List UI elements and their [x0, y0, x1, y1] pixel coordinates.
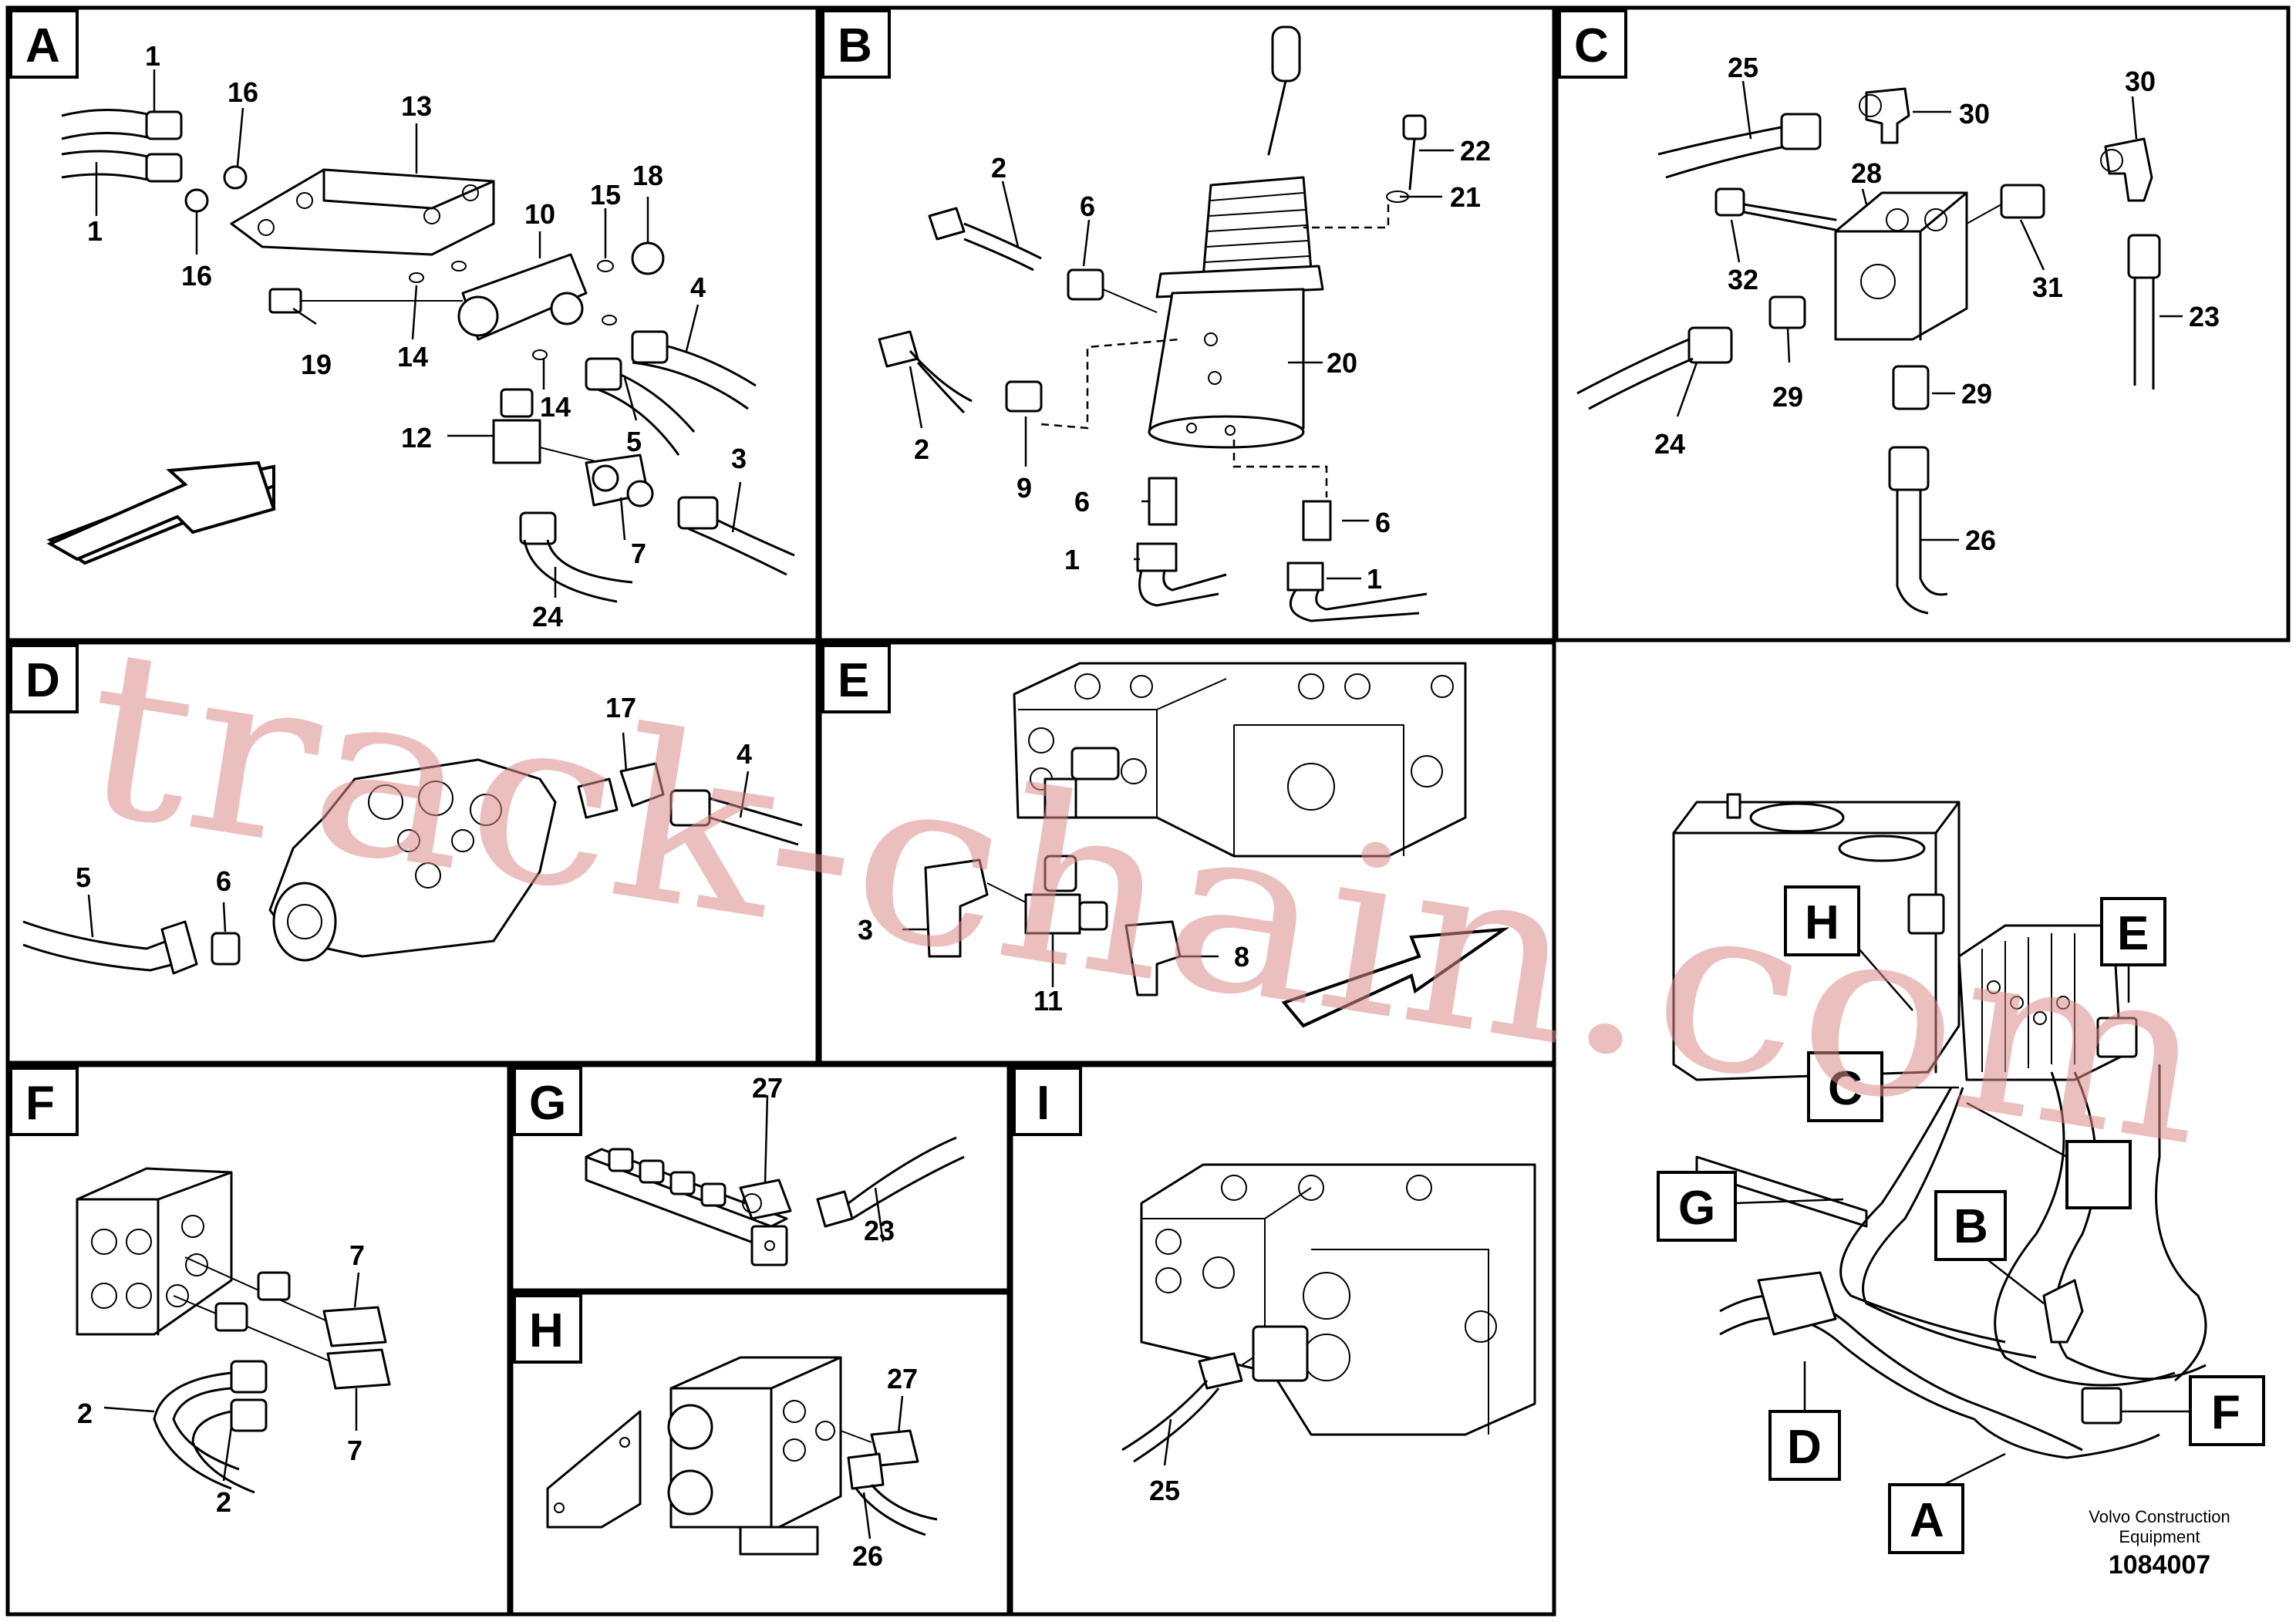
- callout-b-2-bottom: 2: [914, 433, 929, 465]
- callout-a-1-bottom: 1: [87, 215, 103, 247]
- panel-g-tag: G: [529, 1077, 566, 1130]
- panel-h: H 27 26: [509, 1290, 1011, 1617]
- callout-a-15: 15: [590, 179, 621, 211]
- callout-a-1-top: 1: [145, 40, 160, 72]
- callout-f-2-bottom: 2: [216, 1486, 231, 1518]
- callout-d-4: 4: [737, 738, 752, 770]
- callout-a-16-bottom: 16: [181, 260, 212, 292]
- panel-d: D 17 4 5 6: [5, 640, 820, 1065]
- callout-b-1-right: 1: [1367, 563, 1382, 595]
- panel-e: E 3 11 8: [818, 640, 1556, 1065]
- panel-b: B: [818, 5, 1556, 642]
- callout-c-26: 26: [1965, 524, 1996, 556]
- callout-g-27: 27: [752, 1072, 783, 1104]
- manufacturer-line1: Volvo Construction: [2089, 1507, 2230, 1526]
- panel-i: I 25: [1009, 1063, 1556, 1617]
- overview-assembly: H E C G B F D A Volvo Construction Equip…: [1657, 793, 2265, 1580]
- callout-f-7-bottom: 7: [347, 1435, 362, 1466]
- overview-tag-e: E: [2117, 907, 2149, 960]
- panel-f-tag: F: [25, 1077, 55, 1130]
- callout-e-11: 11: [1033, 985, 1063, 1017]
- callout-c-24: 24: [1654, 428, 1685, 460]
- overview-tag-c: C: [1828, 1062, 1863, 1115]
- panel-e-tag: E: [838, 654, 869, 707]
- callout-b-20: 20: [1327, 347, 1357, 379]
- callout-a-24: 24: [532, 601, 563, 632]
- callout-b-2-top: 2: [991, 152, 1006, 184]
- callout-c-29-bottom: 29: [1961, 378, 1992, 410]
- overview-tag-d: D: [1787, 1421, 1822, 1474]
- callout-c-30-left: 30: [1959, 98, 1990, 130]
- overview-tag-f: F: [2211, 1386, 2240, 1439]
- callout-c-32: 32: [1728, 264, 1758, 295]
- callout-g-23: 23: [864, 1215, 895, 1246]
- callout-e-3: 3: [858, 914, 873, 946]
- callout-f-7-top: 7: [349, 1239, 365, 1271]
- panel-f: F 7 7 2 2: [5, 1063, 511, 1617]
- panel-c-tag: C: [1574, 19, 1609, 73]
- overview-tag-b: B: [1954, 1200, 1988, 1253]
- callout-a-5: 5: [626, 426, 642, 457]
- callout-a-14-right: 14: [540, 391, 571, 423]
- callout-a-18: 18: [632, 160, 663, 191]
- callout-c-29-left: 29: [1772, 381, 1803, 413]
- callout-a-12: 12: [401, 422, 432, 454]
- callout-b-6-top: 6: [1080, 191, 1095, 222]
- callout-d-17: 17: [605, 692, 636, 723]
- callout-a-7: 7: [631, 538, 646, 569]
- callout-a-19: 19: [301, 349, 332, 380]
- callout-a-3: 3: [731, 443, 747, 474]
- callout-b-6-right: 6: [1375, 507, 1391, 538]
- callout-a-14-left: 14: [397, 341, 428, 373]
- overview-tag-a: A: [1910, 1494, 1944, 1547]
- callout-b-22: 22: [1460, 135, 1491, 167]
- callout-c-23: 23: [2189, 301, 2220, 332]
- callout-e-8: 8: [1234, 941, 1249, 973]
- drawing-number: 1084007: [2109, 1550, 2210, 1580]
- callout-a-13: 13: [401, 90, 432, 122]
- callout-h-27: 27: [887, 1363, 918, 1394]
- overview-tag-g: G: [1678, 1182, 1715, 1235]
- overview-tag-h: H: [1805, 896, 1839, 949]
- callout-h-26: 26: [852, 1540, 883, 1572]
- callout-c-31: 31: [2032, 271, 2063, 303]
- panel-b-tag: B: [838, 19, 872, 73]
- callout-b-9: 9: [1017, 472, 1032, 504]
- callout-a-10: 10: [524, 198, 555, 230]
- panel-a: A: [5, 5, 820, 642]
- callout-c-28: 28: [1851, 157, 1882, 189]
- panel-a-tag: A: [25, 19, 60, 73]
- callout-d-5: 5: [76, 862, 91, 893]
- callout-f-2-left: 2: [77, 1398, 93, 1429]
- callout-i-25: 25: [1149, 1475, 1180, 1506]
- panel-c: C: [1554, 5, 2291, 642]
- panel-g: G 27 23: [509, 1063, 1011, 1293]
- callout-c-25: 25: [1728, 52, 1758, 83]
- panel-h-tag: H: [529, 1304, 564, 1357]
- callout-d-6: 6: [216, 865, 231, 897]
- callout-b-21: 21: [1450, 181, 1481, 213]
- callout-a-16-top: 16: [228, 76, 258, 108]
- callout-b-1-left: 1: [1064, 544, 1080, 575]
- panel-d-tag: D: [25, 654, 60, 707]
- panel-i-tag: I: [1037, 1077, 1050, 1130]
- callout-a-4: 4: [690, 271, 706, 303]
- manufacturer-line2: Equipment: [2119, 1527, 2200, 1546]
- callout-b-6-left: 6: [1074, 486, 1090, 518]
- callout-c-30-right: 30: [2125, 66, 2156, 97]
